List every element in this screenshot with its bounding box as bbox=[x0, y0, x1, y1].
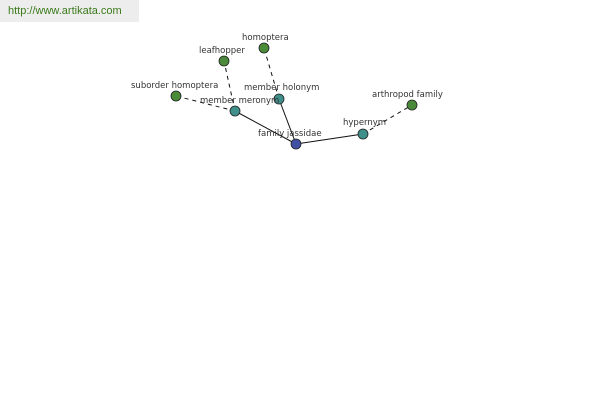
edge-family-jassidae-to-hypernym bbox=[295, 133, 364, 145]
node-family-jassidae[interactable] bbox=[290, 138, 302, 150]
graph-nodes bbox=[170, 42, 418, 150]
graph-labels: family jassidae member meronym member holo… bbox=[131, 33, 443, 139]
edge-hypernym-to-arthropod-family bbox=[362, 104, 413, 135]
edge-member-meronym-to-leafhopper bbox=[223, 60, 236, 112]
edge-member-holonym-to-homoptera bbox=[263, 47, 280, 100]
node-label-hypernym[interactable]: hypernym bbox=[343, 118, 386, 128]
node-label-homoptera[interactable]: homoptera bbox=[242, 33, 289, 43]
node-label-member-meronym[interactable]: member meronym bbox=[200, 96, 279, 106]
edge-family-jassidae-to-member-meronym bbox=[234, 110, 297, 145]
source-url-link[interactable]: http://www.artikata.com bbox=[8, 5, 122, 17]
node-label-suborder-homoptera[interactable]: suborder homoptera bbox=[131, 81, 218, 91]
graph-edges bbox=[175, 47, 413, 145]
node-label-arthropod-family[interactable]: arthropod family bbox=[372, 90, 443, 100]
node-suborder-homoptera[interactable] bbox=[170, 90, 182, 102]
node-label-family-jassidae[interactable]: family jassidae bbox=[258, 129, 322, 139]
node-arthropod-family[interactable] bbox=[406, 99, 418, 111]
node-label-leafhopper[interactable]: leafhopper bbox=[199, 46, 245, 56]
edge-member-meronym-to-suborder-homoptera bbox=[175, 95, 236, 112]
node-label-member-holonym[interactable]: member holonym bbox=[244, 83, 319, 93]
node-homoptera[interactable] bbox=[258, 42, 270, 54]
node-member-holonym[interactable] bbox=[273, 93, 285, 105]
node-leafhopper[interactable] bbox=[218, 55, 230, 67]
node-hypernym[interactable] bbox=[357, 128, 369, 140]
edge-family-jassidae-to-member-holonym bbox=[278, 98, 297, 145]
url-banner: http://www.artikata.com bbox=[0, 0, 139, 22]
node-member-meronym[interactable] bbox=[229, 105, 241, 117]
